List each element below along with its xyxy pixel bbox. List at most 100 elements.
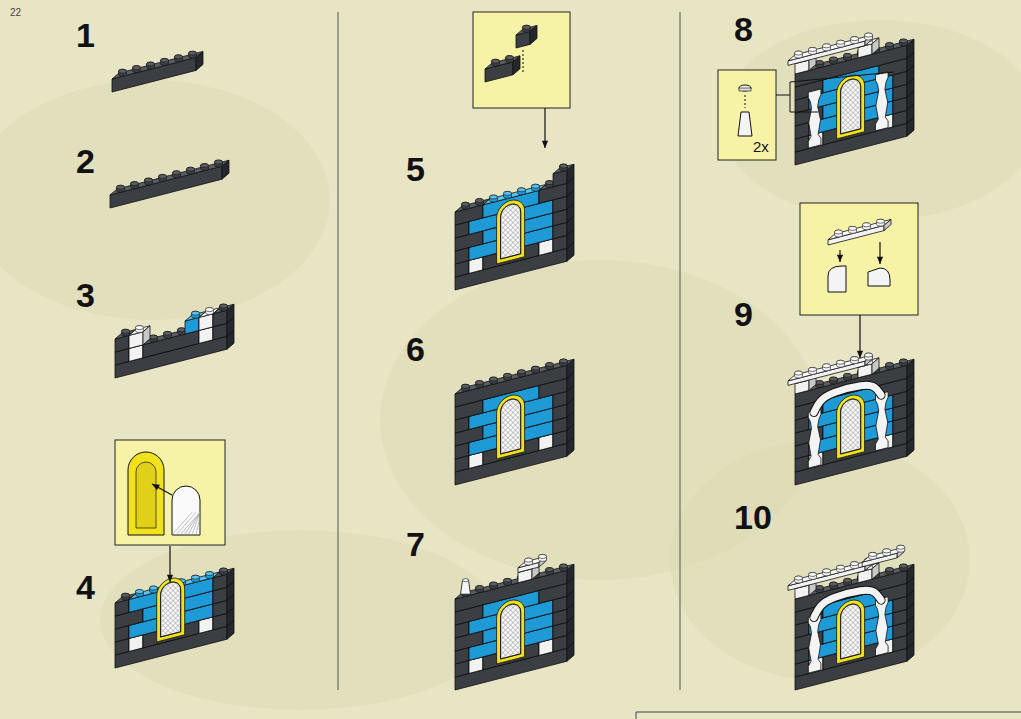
stud-side (192, 311, 200, 318)
lattice-line (232, 545, 359, 672)
lattice-line (822, 567, 949, 694)
stud-side (122, 593, 130, 600)
stud-side (816, 61, 824, 68)
stud-side (476, 586, 484, 593)
lattice-line (617, 167, 744, 294)
lattice-line (527, 567, 654, 694)
lattice-line (397, 567, 524, 694)
lattice-line (627, 167, 754, 294)
lattice-line (252, 545, 379, 672)
stud-side (851, 37, 859, 44)
lattice-line (597, 167, 724, 294)
lattice-line (772, 362, 899, 489)
lattice-line (412, 362, 539, 489)
stud-top (117, 185, 125, 189)
lattice-line (497, 362, 624, 489)
stud-side (122, 329, 130, 336)
stud-side (161, 58, 169, 65)
lattice-line (282, 545, 409, 672)
lattice-line (82, 545, 209, 672)
ground-mottle (380, 260, 820, 580)
lattice-line (872, 42, 999, 169)
lattice-line (767, 362, 894, 489)
stud-top (560, 359, 568, 363)
stud-top (518, 188, 526, 192)
lattice-line (127, 545, 254, 672)
stud-side (159, 174, 167, 181)
lattice-line (877, 42, 1004, 169)
lattice-line (437, 167, 564, 294)
lattice-line (862, 42, 989, 169)
lattice-line (857, 42, 984, 169)
lattice-line (762, 362, 889, 489)
stud-side (201, 164, 209, 171)
lattice-line (447, 362, 574, 489)
stud-side (189, 51, 197, 58)
lattice-line (562, 567, 689, 694)
lattice-line (862, 42, 989, 169)
stud-top (147, 62, 155, 66)
lattice-line (827, 42, 954, 169)
lattice-line (937, 362, 1021, 489)
lattice-line (787, 567, 914, 694)
lattice-line (517, 567, 644, 694)
lattice-line (457, 362, 584, 489)
lattice-line (567, 167, 694, 294)
lattice-line (242, 545, 369, 672)
lattice-line (582, 167, 709, 294)
lattice-line (552, 362, 679, 489)
stud-side (830, 57, 838, 64)
stud-top (816, 381, 824, 385)
stud-top (476, 381, 484, 385)
lattice-line (557, 362, 684, 489)
lattice-line (827, 362, 954, 489)
lattice-line (852, 42, 979, 169)
lattice-line (202, 545, 329, 672)
lattice-line (802, 567, 929, 694)
lattice-line (432, 362, 559, 489)
stud-side (865, 33, 873, 40)
lattice-line (507, 167, 634, 294)
lattice-line (762, 42, 889, 169)
lattice-line (822, 567, 949, 694)
lattice-line (602, 362, 729, 489)
stud-top (532, 184, 540, 188)
stud-top (164, 331, 172, 335)
lattice-line (387, 362, 514, 489)
lattice-line (467, 167, 594, 294)
baluster (876, 392, 889, 451)
lattice-line (772, 567, 899, 694)
lattice-line (507, 362, 634, 489)
column-divider (680, 12, 681, 690)
lattice-line (292, 545, 419, 672)
lattice-line (837, 567, 964, 694)
stud-top (122, 329, 130, 333)
stud-side (504, 373, 512, 380)
lattice-line (557, 567, 684, 694)
lattice-line (482, 567, 609, 694)
stud-top (851, 37, 859, 41)
lattice-line (792, 567, 919, 694)
brick-top (110, 160, 229, 195)
lattice-line (477, 567, 604, 694)
lattice-line (837, 567, 964, 694)
lattice-line (882, 362, 1009, 489)
lattice-line (517, 567, 644, 694)
lattice-line (827, 567, 954, 694)
lattice-line (442, 567, 569, 694)
step-model (47, 545, 419, 672)
lattice-line (222, 545, 349, 672)
lattice-line (742, 362, 869, 489)
stud-side (823, 364, 831, 371)
lattice-line (632, 167, 759, 294)
lattice-line (932, 42, 1021, 169)
step-model (727, 353, 1021, 489)
lattice-line (772, 567, 899, 694)
lattice-line (572, 167, 699, 294)
lattice-line (632, 567, 759, 694)
lattice-line (527, 362, 654, 489)
lattice-line (572, 167, 699, 294)
lattice-line (397, 362, 524, 489)
lattice-line (422, 567, 549, 694)
